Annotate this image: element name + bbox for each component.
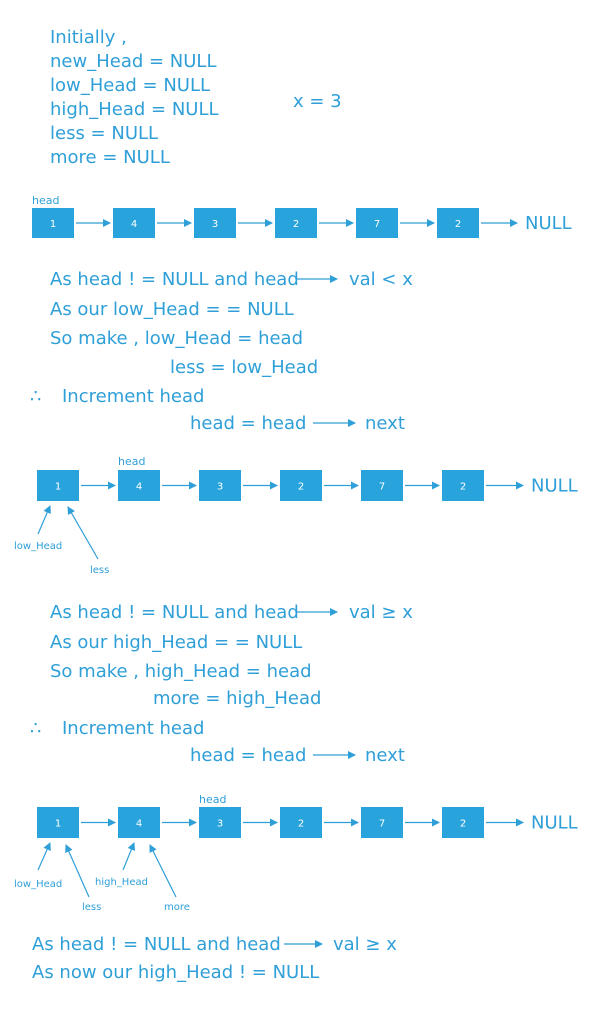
list2-node-5-value: 7 (379, 482, 385, 493)
list3-node-1-value: 1 (55, 819, 61, 830)
list1-head-label: head (32, 194, 59, 207)
linked-list-1: 1 4 3 2 7 2 NULL (32, 208, 572, 238)
list1-node-6 (437, 208, 479, 238)
linked-list-3: 1 4 3 2 7 2 NULL (37, 807, 578, 838)
step2-advance-left: head = head (190, 745, 306, 766)
step2-line-2: As our high_Head = = NULL (50, 632, 302, 653)
list3-more-label: more (164, 902, 190, 913)
step2-therefore-symbol: ∴ (30, 718, 41, 739)
step3-line-2: As now our high_Head ! = NULL (32, 962, 319, 983)
list2-node-2-value: 4 (136, 482, 142, 493)
step3-line-1: As head ! = NULL and head (32, 934, 281, 955)
list1-node-2-value: 4 (131, 219, 137, 230)
list2-node-4-value: 2 (298, 482, 304, 493)
list1-node-3 (194, 208, 236, 238)
list3-node-6-value: 2 (460, 819, 466, 830)
list3-node-6 (442, 807, 484, 838)
list1-null-terminator: NULL (525, 213, 572, 234)
list1-node-5-value: 7 (374, 219, 380, 230)
step2-line-4: more = high_Head (153, 688, 321, 709)
list2-null-terminator: NULL (531, 476, 578, 497)
list3-node-1 (37, 807, 79, 838)
list2-node-3-value: 3 (217, 482, 223, 493)
list1-node-4 (275, 208, 317, 238)
list3-low-head-label: low_Head (14, 879, 62, 890)
intro-line-5: less = NULL (50, 123, 158, 144)
step1-line-4: less = low_Head (170, 357, 318, 378)
list3-node-5-value: 7 (379, 819, 385, 830)
intro-line-3: low_Head = NULL (50, 75, 210, 96)
intro-line-4: high_Head = NULL (50, 99, 219, 120)
list2-node-1 (37, 470, 79, 501)
list3-high-head-pointer (122, 842, 136, 871)
list1-node-1 (32, 208, 74, 238)
list3-less-label: less (82, 902, 101, 913)
step2-line-1: As head ! = NULL and head (50, 602, 299, 623)
list3-low-head-pointer (37, 842, 51, 871)
list2-node-4 (280, 470, 322, 501)
list1-node-1-value: 1 (50, 219, 56, 230)
list2-node-5 (361, 470, 403, 501)
list2-less-label: less (90, 565, 109, 576)
list3-more-pointer (149, 844, 177, 898)
list2-low-head-label: low_Head (14, 541, 62, 552)
list2-node-3 (199, 470, 241, 501)
x-value-label: x = 3 (293, 91, 342, 112)
list3-node-4-value: 2 (298, 819, 304, 830)
list2-low-head-pointer (37, 505, 51, 535)
list2-node-6 (442, 470, 484, 501)
step2-line-1-cond: val ≥ x (349, 602, 413, 623)
list1-node-5 (356, 208, 398, 238)
intro-line-1: Initially , (50, 27, 127, 48)
list3-node-3-value: 3 (217, 819, 223, 830)
list1-node-4-value: 2 (293, 219, 299, 230)
list2-node-6-value: 2 (460, 482, 466, 493)
step2-advance-right: next (365, 745, 405, 766)
list2-node-2 (118, 470, 160, 501)
step1-therefore-symbol: ∴ (30, 386, 41, 407)
list3-null-terminator: NULL (531, 813, 578, 834)
list3-head-label: head (199, 793, 226, 806)
step1-advance-left: head = head (190, 413, 306, 434)
list1-node-2 (113, 208, 155, 238)
list1-node-6-value: 2 (455, 219, 461, 230)
step1-line-3: So make , low_Head = head (50, 328, 303, 349)
list2-less-pointer (67, 506, 99, 560)
step1-line-1: As head ! = NULL and head (50, 269, 299, 290)
list1-node-3-value: 3 (212, 219, 218, 230)
list3-high-head-label: high_Head (95, 877, 148, 888)
linked-list-2: 1 4 3 2 7 2 NULL (37, 470, 578, 501)
step1-advance-right: next (365, 413, 405, 434)
step1-line-1-cond: val < x (349, 269, 413, 290)
list3-node-3 (199, 807, 241, 838)
intro-line-6: more = NULL (50, 147, 170, 168)
list3-node-4 (280, 807, 322, 838)
step1-increment: Increment head (62, 386, 204, 407)
step2-increment: Increment head (62, 718, 204, 739)
step2-line-3: So make , high_Head = head (50, 661, 312, 682)
list3-less-pointer (65, 844, 90, 898)
step3-line-1-cond: val ≥ x (333, 934, 397, 955)
list2-head-label: head (118, 455, 145, 468)
list3-node-5 (361, 807, 403, 838)
list3-node-2 (118, 807, 160, 838)
step1-line-2: As our low_Head = = NULL (50, 299, 294, 320)
list2-node-1-value: 1 (55, 482, 61, 493)
intro-line-2: new_Head = NULL (50, 51, 217, 72)
list3-node-2-value: 4 (136, 819, 142, 830)
